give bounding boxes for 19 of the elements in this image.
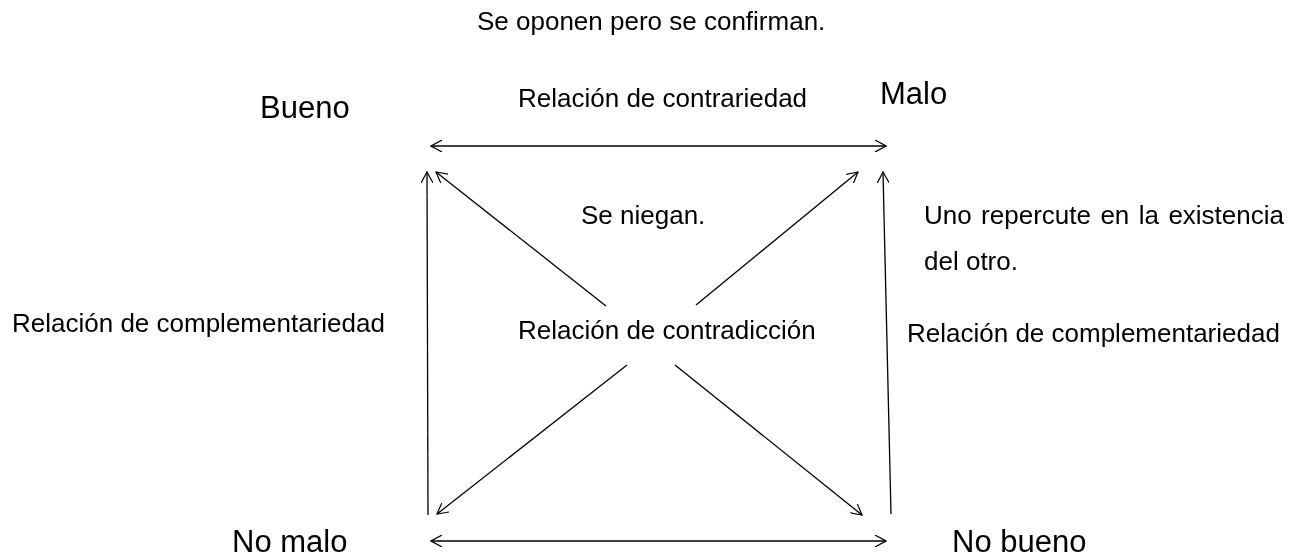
- term-text: Bueno: [260, 91, 350, 126]
- note-text: Se niegan.: [581, 200, 706, 232]
- note-text: Uno repercute en la existencia del otro.: [924, 199, 1284, 278]
- term-text: No malo: [232, 525, 348, 560]
- term-text: No bueno: [952, 525, 1087, 560]
- term-text: Relación de contradicción: [518, 316, 816, 345]
- note-text: Se oponen pero se confirman.: [477, 6, 826, 38]
- arrow: [420, 171, 434, 516]
- term-text: Malo: [880, 77, 948, 112]
- arrow: [876, 171, 892, 515]
- arrow: [430, 139, 887, 153]
- arrow: [430, 534, 887, 548]
- arrow: [435, 171, 607, 307]
- arrow: [436, 364, 628, 515]
- note-text: Relación de contrariedad: [518, 83, 808, 115]
- arrow: [695, 171, 859, 306]
- note-text: Relación de complementariedad: [907, 318, 1280, 350]
- arrow: [674, 364, 863, 516]
- note-text: Relación de complementariedad: [12, 308, 385, 340]
